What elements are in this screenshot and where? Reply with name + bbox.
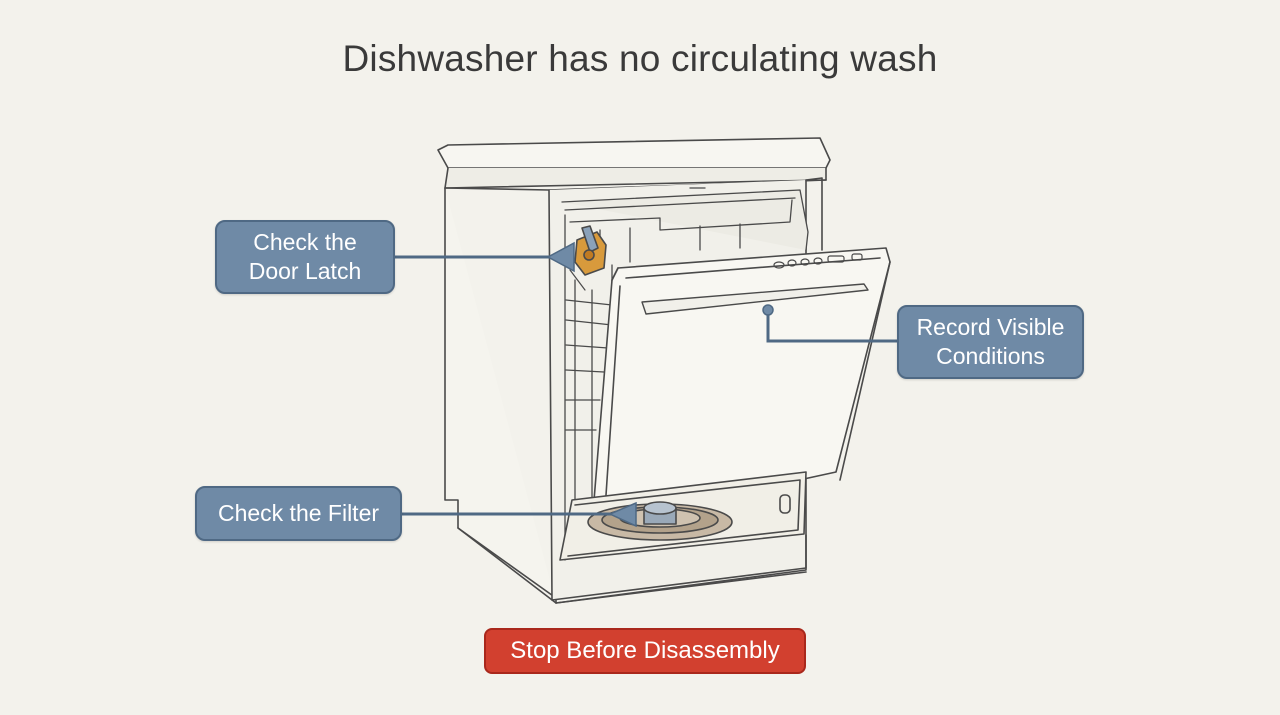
connector-lines [395, 255, 897, 516]
connector-arrowheads [546, 241, 774, 528]
countertop [437, 137, 831, 191]
filter-callout-label: Check the Filter [217, 500, 380, 526]
page-title: Dishwasher has no circulating wash [342, 38, 938, 79]
door-latch-callout-label: Check the Door Latch [248, 229, 362, 284]
record-conditions-callout[interactable]: Record Visible Conditions [897, 305, 1084, 379]
door-latch-callout[interactable]: Check the Door Latch [215, 220, 395, 294]
door-handle [641, 283, 869, 315]
stop-before-disassembly-button[interactable]: Stop Before Disassembly [484, 628, 806, 674]
door-panel [591, 247, 891, 526]
door-latch [569, 225, 607, 291]
record-conditions-callout-label: Record Visible Conditions [916, 314, 1065, 369]
control-panel [773, 253, 863, 269]
filter-callout[interactable]: Check the Filter [195, 486, 402, 541]
